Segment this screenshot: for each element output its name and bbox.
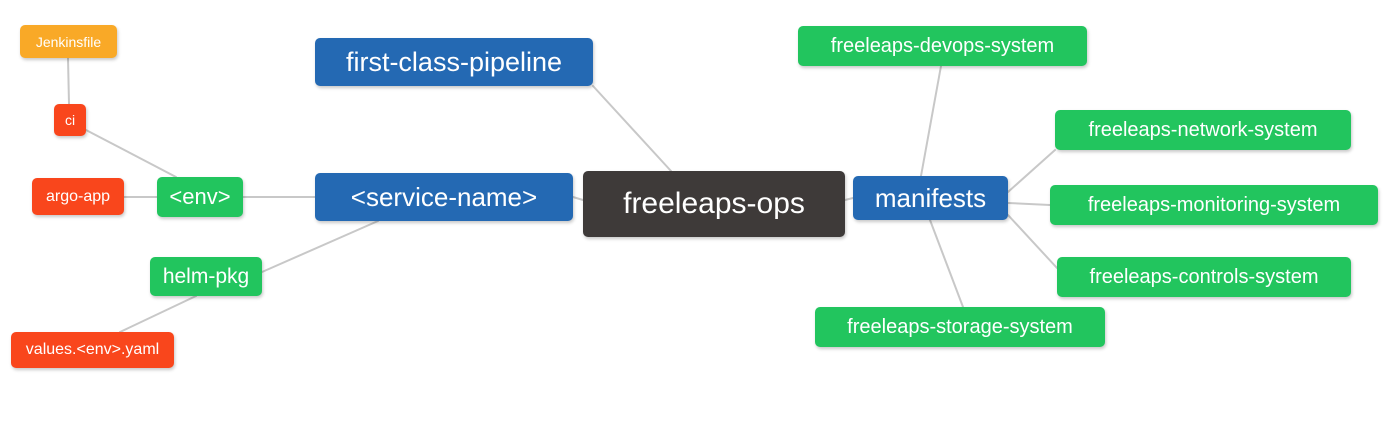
edge-helm-pkg-values: [119, 295, 197, 333]
edge-manifests-monitoring: [1007, 202, 1051, 206]
edge-root-first-class-pipeline: [592, 85, 672, 172]
node-freeleaps-ops[interactable]: freeleaps-ops: [583, 171, 845, 237]
node-label-env: <env>: [169, 184, 231, 209]
node-label-freeleaps-devops-system: freeleaps-devops-system: [830, 35, 1055, 57]
node-env[interactable]: <env>: [157, 177, 243, 217]
node-helm-pkg[interactable]: helm-pkg: [150, 257, 262, 296]
node-freeleaps-devops-system[interactable]: freeleaps-devops-system: [798, 26, 1087, 66]
node-argo-app[interactable]: argo-app: [32, 178, 124, 215]
node-freeleaps-monitoring-system[interactable]: freeleaps-monitoring-system: [1050, 185, 1378, 225]
node-label-freeleaps-monitoring-system: freeleaps-monitoring-system: [1087, 194, 1341, 216]
node-values-env-yaml[interactable]: values.<env>.yaml: [11, 332, 174, 368]
node-label-helm-pkg: helm-pkg: [162, 265, 250, 288]
node-label-freeleaps-controls-system: freeleaps-controls-system: [1089, 266, 1319, 288]
edge-env-ci: [85, 129, 177, 178]
node-service-name[interactable]: <service-name>: [315, 173, 573, 221]
node-manifests[interactable]: manifests: [853, 176, 1008, 220]
node-jenkinsfile[interactable]: Jenkinsfile: [20, 25, 117, 58]
node-label-first-class-pipeline: first-class-pipeline: [345, 46, 563, 77]
node-label-ci: ci: [64, 112, 76, 128]
edge-manifests-controls: [1007, 214, 1058, 269]
node-freeleaps-network-system[interactable]: freeleaps-network-system: [1055, 110, 1351, 150]
edge-manifests-storage: [929, 219, 964, 308]
edge-manifests-network: [1007, 149, 1056, 193]
node-freeleaps-controls-system[interactable]: freeleaps-controls-system: [1057, 257, 1351, 297]
node-label-values-env-yaml: values.<env>.yaml: [25, 341, 160, 358]
node-freeleaps-storage-system[interactable]: freeleaps-storage-system: [815, 307, 1105, 347]
node-first-class-pipeline[interactable]: first-class-pipeline: [315, 38, 593, 86]
node-label-freeleaps-ops: freeleaps-ops: [623, 187, 805, 220]
node-label-argo-app: argo-app: [45, 187, 111, 205]
node-label-freeleaps-network-system: freeleaps-network-system: [1088, 119, 1318, 141]
edge-manifests-devops: [920, 65, 942, 177]
edge-service-name-helm-pkg: [261, 220, 379, 273]
edge-root-service-name: [572, 196, 584, 201]
edge-root-manifests: [844, 197, 854, 201]
node-label-jenkinsfile: Jenkinsfile: [35, 33, 102, 50]
node-label-manifests: manifests: [874, 183, 987, 213]
node-label-service-name: <service-name>: [350, 182, 538, 212]
edge-ci-jenkinsfile: [67, 57, 70, 105]
node-ci[interactable]: ci: [54, 104, 86, 136]
node-label-freeleaps-storage-system: freeleaps-storage-system: [847, 316, 1073, 338]
